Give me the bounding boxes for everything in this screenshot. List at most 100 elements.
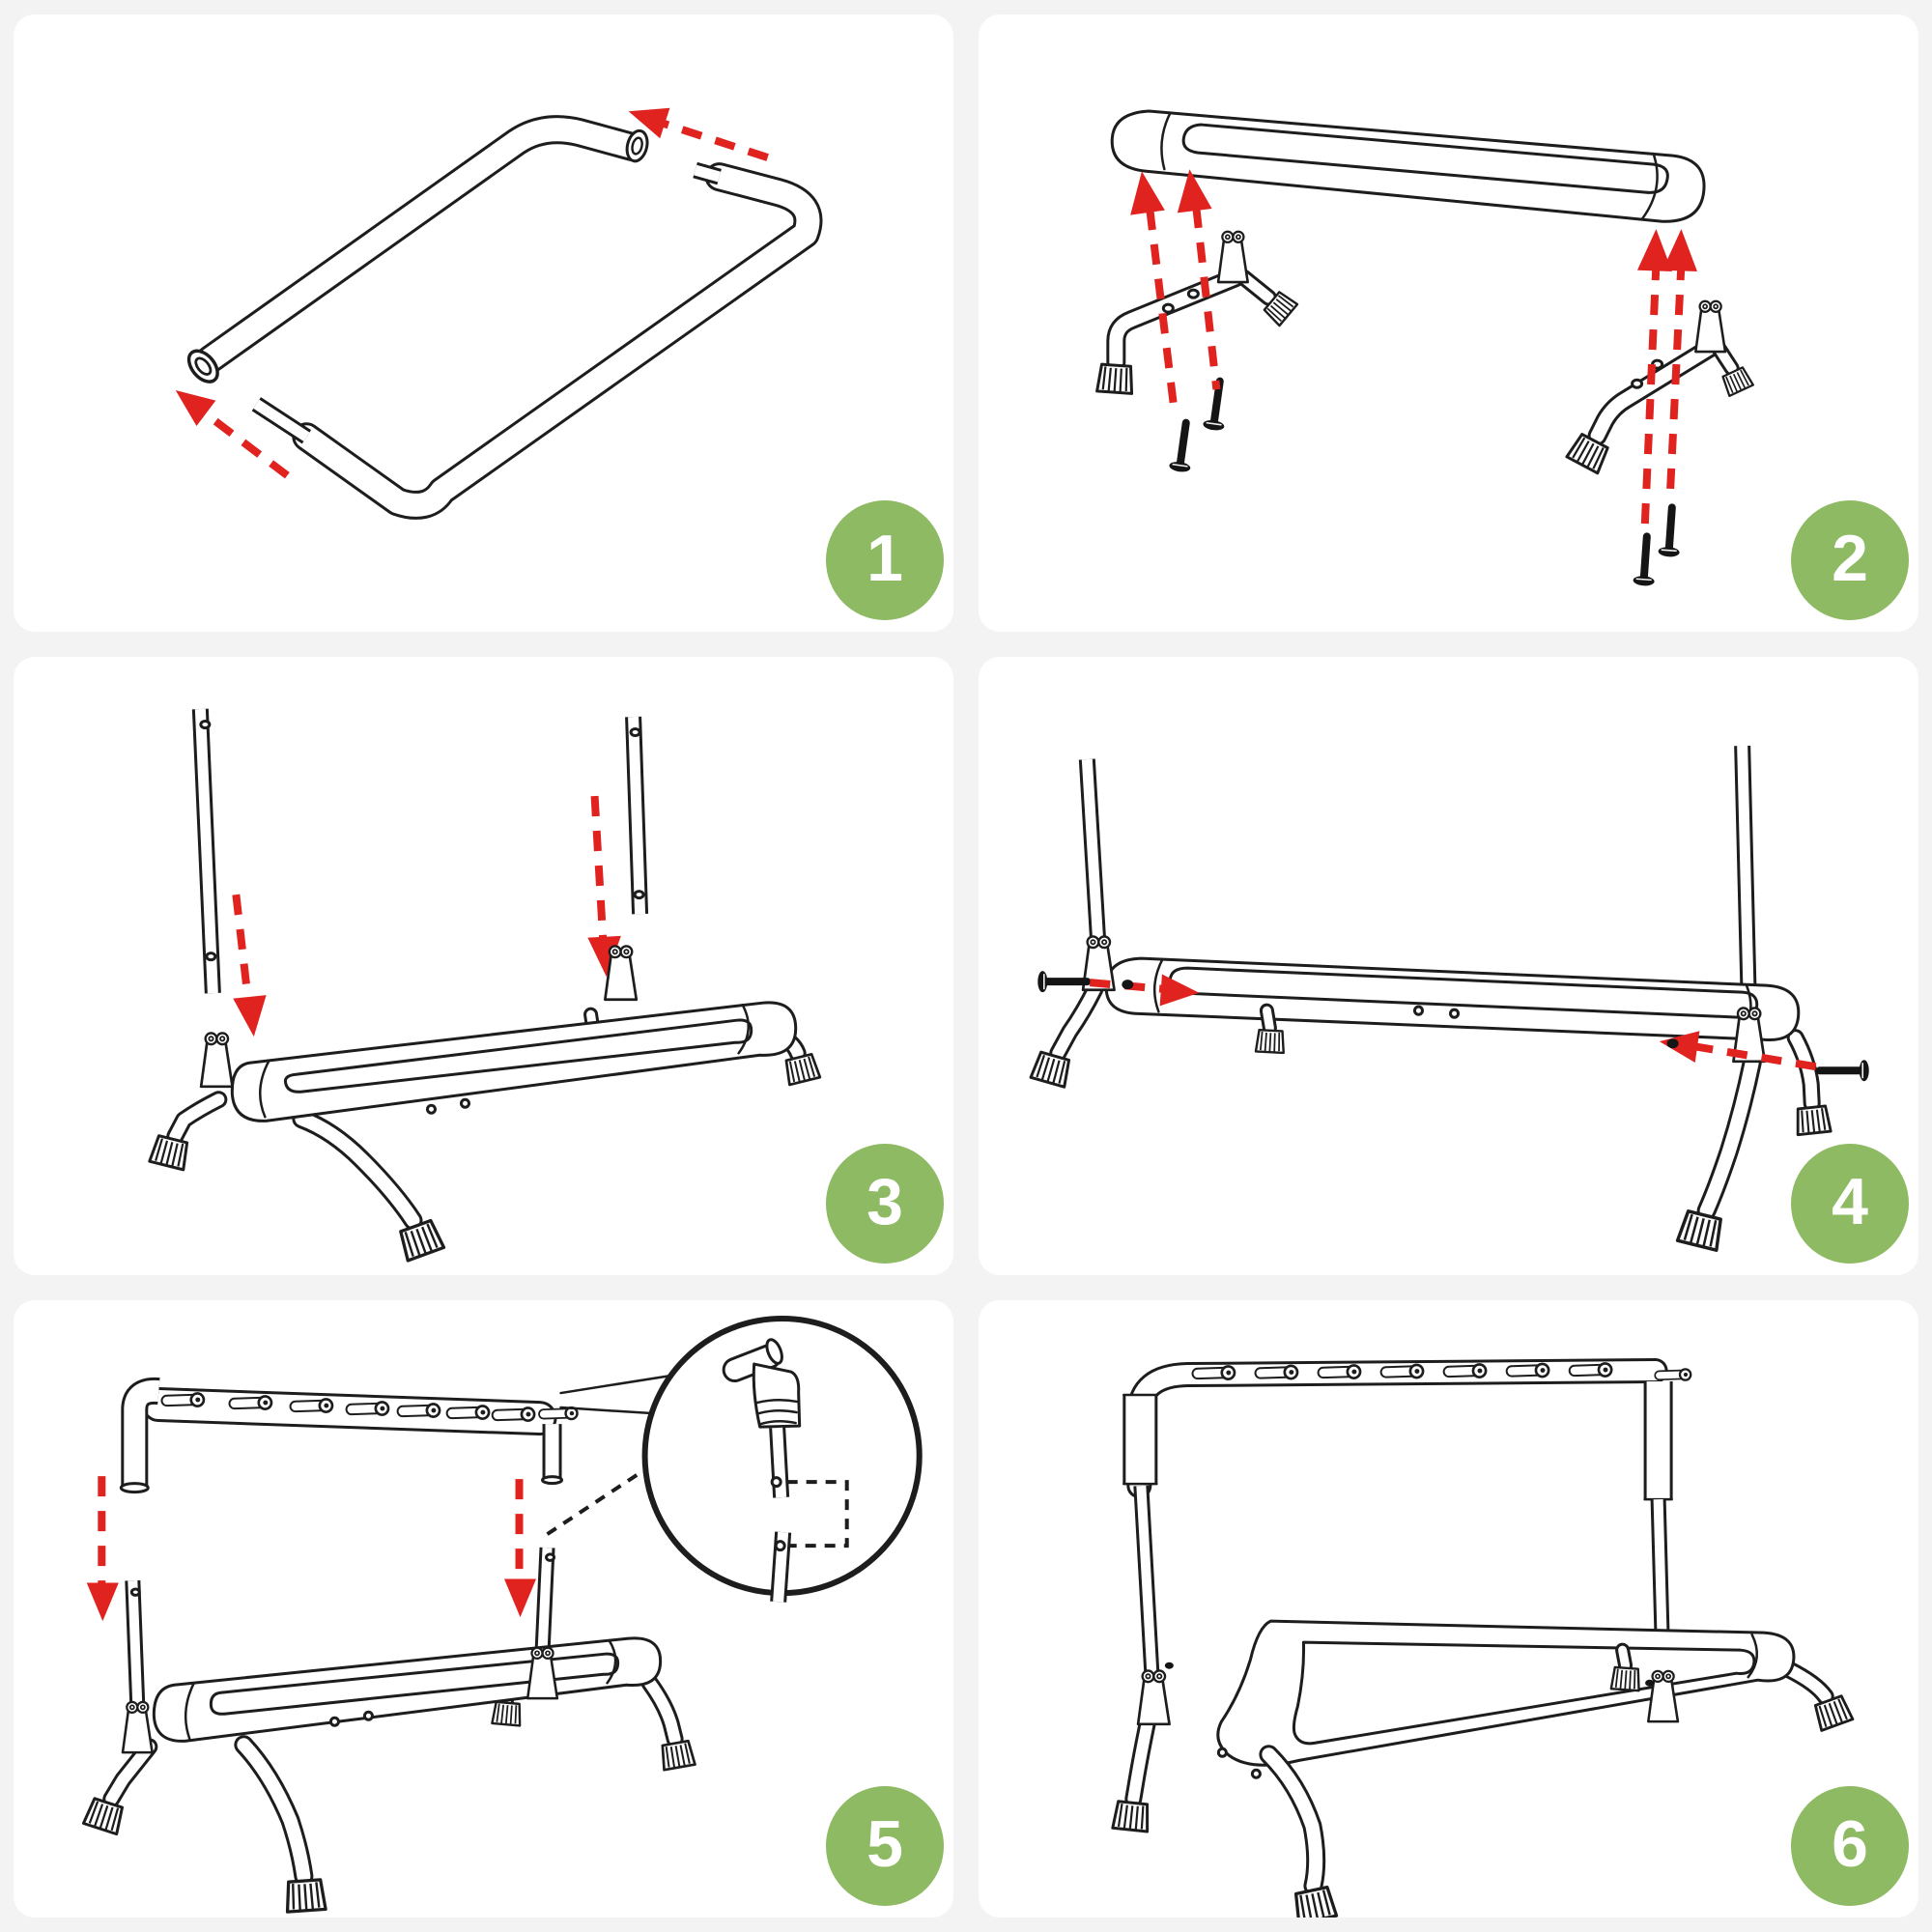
step-2-illustration bbox=[1095, 109, 1754, 632]
guitar-peg-icon bbox=[296, 1399, 332, 1411]
rubber-foot-icon bbox=[658, 1739, 696, 1772]
bolt-icon bbox=[1633, 536, 1658, 586]
step-5-number: 5 bbox=[867, 1806, 903, 1881]
bolt-icon bbox=[1164, 1662, 1174, 1669]
bolt-icon bbox=[1169, 421, 1197, 473]
guitar-peg-icon bbox=[1449, 1364, 1486, 1377]
step-2-badge: 2 bbox=[1791, 500, 1909, 621]
bracket-fork-icon bbox=[1647, 1669, 1680, 1723]
step-3-badge: 3 bbox=[826, 1143, 944, 1264]
insert-arrow bbox=[232, 895, 270, 1039]
step-4-badge: 4 bbox=[1791, 1143, 1909, 1264]
step-1-number: 1 bbox=[867, 522, 903, 596]
rubber-foot-icon bbox=[283, 1877, 327, 1914]
step-4-number: 4 bbox=[1832, 1164, 1868, 1238]
bolt-icon bbox=[1658, 507, 1683, 557]
step-4-panel: 4 bbox=[979, 657, 1918, 1275]
step-4-illustration bbox=[1029, 746, 1918, 1253]
assembly-arrow bbox=[1636, 228, 1674, 529]
upright-post-left bbox=[125, 1579, 146, 1707]
nut-icon bbox=[1122, 980, 1134, 990]
step-5-panel: 5 bbox=[14, 1299, 953, 1918]
step-6-badge: 6 bbox=[1791, 1785, 1909, 1906]
rubber-foot-icon bbox=[1609, 1665, 1642, 1692]
rubber-foot-icon bbox=[1254, 1029, 1287, 1055]
top-rail bbox=[119, 1377, 577, 1493]
frame-half-right bbox=[251, 161, 823, 520]
rubber-foot-icon bbox=[1291, 1884, 1339, 1918]
nut-icon bbox=[1666, 1038, 1679, 1049]
base-frame bbox=[1110, 109, 1706, 223]
insert-arrow bbox=[86, 1475, 119, 1621]
assembly-arrow bbox=[1662, 228, 1699, 500]
bracket-fork-icon bbox=[526, 1646, 559, 1700]
guitar-peg-icon bbox=[167, 1393, 204, 1406]
step-1-illustration bbox=[165, 96, 823, 520]
bolt-icon bbox=[1645, 1679, 1655, 1687]
top-rail bbox=[1122, 1363, 1691, 1498]
bolt-icon bbox=[1820, 1061, 1869, 1082]
step-2-panel: 2 bbox=[979, 14, 1918, 633]
upright-post-left bbox=[191, 708, 221, 994]
guitar-peg-icon bbox=[352, 1402, 388, 1414]
arrowhead-icon bbox=[165, 377, 216, 426]
assembly-arrow bbox=[1172, 167, 1221, 390]
rubber-foot-icon bbox=[781, 1052, 822, 1087]
step-5-illustration bbox=[81, 1315, 923, 1914]
rubber-foot-icon bbox=[1111, 1799, 1152, 1833]
step-1-badge: 1 bbox=[826, 500, 944, 621]
guitar-peg-icon bbox=[1386, 1365, 1423, 1378]
guitar-peg-icon bbox=[1512, 1364, 1548, 1377]
rubber-foot-icon bbox=[148, 1133, 192, 1172]
bracket-fork-icon bbox=[1216, 230, 1249, 284]
guitar-peg-icon bbox=[452, 1406, 489, 1418]
bracket-fork-icon bbox=[1694, 299, 1727, 354]
leg-left bbox=[1029, 980, 1104, 1090]
leg-left bbox=[1095, 230, 1299, 395]
frame-half-left bbox=[181, 115, 652, 389]
bracket-fork-icon bbox=[604, 945, 639, 1002]
upright-post-right bbox=[534, 1547, 556, 1653]
step-6-number: 6 bbox=[1832, 1806, 1868, 1881]
guitar-peg-icon bbox=[1575, 1363, 1611, 1376]
step-6-illustration bbox=[1111, 1300, 1855, 1918]
bracket-fork-icon bbox=[199, 1032, 234, 1089]
step-1-panel: 1 bbox=[14, 14, 953, 633]
guitar-peg-icon bbox=[1660, 1369, 1691, 1379]
leg-left bbox=[1111, 1706, 1158, 1833]
rubber-foot-icon bbox=[1095, 362, 1135, 395]
guitar-peg-icon bbox=[1261, 1366, 1297, 1378]
step-3-panel: 3 bbox=[14, 657, 953, 1275]
bracket-fork-icon bbox=[121, 1700, 154, 1754]
callout-dashed-line bbox=[546, 1464, 651, 1536]
pull-apart-arrow bbox=[165, 377, 290, 479]
guitar-peg-icon bbox=[403, 1404, 440, 1416]
base-frame bbox=[1216, 1619, 1796, 1779]
assembled-base bbox=[148, 945, 822, 1263]
guitar-peg-icon bbox=[1323, 1365, 1360, 1378]
connector-detail-inset bbox=[641, 1315, 923, 1603]
upright-post-right bbox=[1734, 746, 1758, 1017]
step-3-number: 3 bbox=[867, 1164, 903, 1238]
insert-arrow bbox=[504, 1478, 537, 1617]
bracket-fork-icon bbox=[1136, 1668, 1171, 1725]
rubber-foot-icon bbox=[396, 1218, 446, 1263]
insert-arrow bbox=[587, 796, 624, 979]
rubber-foot-icon bbox=[1793, 1104, 1833, 1137]
assembled-base bbox=[81, 1636, 696, 1914]
guitar-peg-icon bbox=[1198, 1366, 1235, 1378]
rubber-foot-icon bbox=[491, 1700, 524, 1727]
bolt-icon bbox=[1037, 971, 1087, 992]
step-6-panel: 6 bbox=[979, 1299, 1918, 1918]
guitar-peg-icon bbox=[497, 1407, 534, 1420]
guitar-peg-icon bbox=[235, 1396, 271, 1408]
upright-post-right bbox=[625, 717, 649, 915]
leg-front bbox=[1259, 1642, 1642, 1918]
rubber-foot-icon bbox=[1675, 1208, 1726, 1253]
step-3-illustration bbox=[148, 708, 822, 1263]
step-5-badge: 5 bbox=[826, 1785, 944, 1906]
leg-right bbox=[1565, 299, 1754, 475]
upright-post-left bbox=[1133, 1485, 1160, 1674]
pull-apart-arrow bbox=[623, 96, 769, 161]
